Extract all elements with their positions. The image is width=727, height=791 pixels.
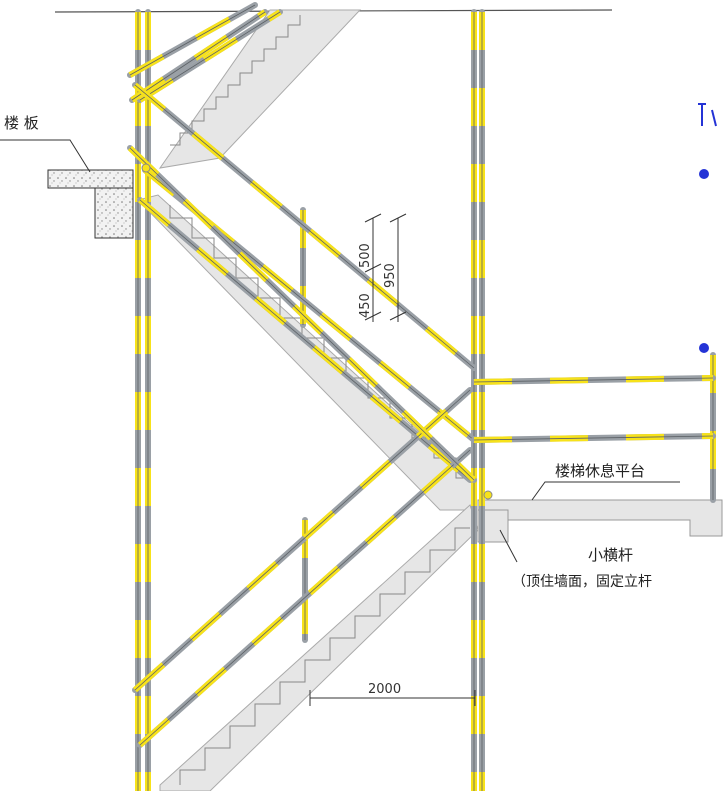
label-floor-slab: 楼 板 xyxy=(4,114,39,132)
joint-dot xyxy=(483,490,493,500)
label-small-crossbar-note: （顶住墙面，固定立杆 xyxy=(512,574,652,590)
label-stair-landing: 楼梯休息平台 xyxy=(555,462,645,480)
middle-handrail-top-outline xyxy=(134,84,475,369)
dim-post-spacing: 2000 xyxy=(368,682,401,697)
dimension-marks xyxy=(309,213,476,706)
landing-rail-mid-outline xyxy=(473,435,714,441)
cross-brace-outline xyxy=(129,147,475,481)
dim-lower-rail: 450 xyxy=(358,293,373,318)
leader-lines xyxy=(0,139,680,563)
railing-tubes xyxy=(127,2,716,791)
lower-handrail-low-outline xyxy=(139,449,471,746)
upper-rail-c-outline xyxy=(131,11,266,101)
stair-flight-upper-top xyxy=(158,9,362,169)
dim-total-height: 950 xyxy=(383,263,398,288)
floor-slab xyxy=(47,169,134,239)
upper-rail-a-outline xyxy=(129,4,256,76)
dim-upper-rail: 500 xyxy=(358,243,373,268)
landing-rail-top-outline xyxy=(473,377,714,383)
label-small-crossbar: 小横杆 xyxy=(588,546,633,564)
lower-handrail-top-outline xyxy=(134,389,471,691)
bullet-dot xyxy=(699,343,709,353)
partial-glyph xyxy=(698,103,717,127)
stair-landing-slab xyxy=(477,499,723,543)
upper-rail-b-outline xyxy=(139,11,281,101)
bullet-dot xyxy=(699,169,709,179)
joint-dot xyxy=(141,163,151,173)
middle-rail-bottom-outline xyxy=(139,199,471,481)
stair-flight-lower xyxy=(159,504,479,791)
